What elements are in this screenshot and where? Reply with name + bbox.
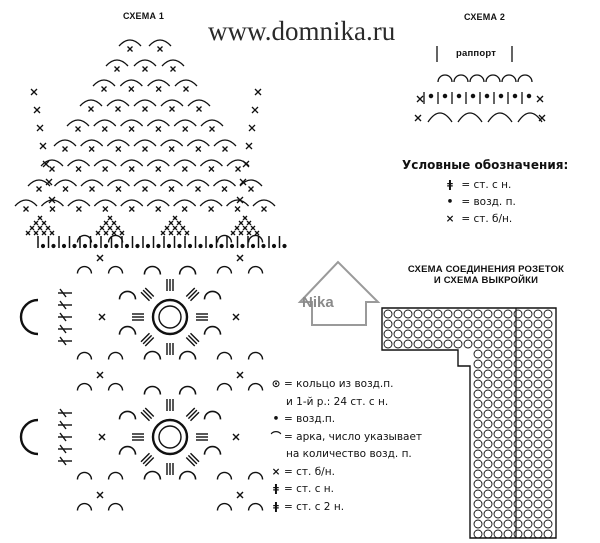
single-crochet-x-icon: × — [271, 465, 281, 478]
legend-top: Условные обозначения: ǂ = ст. с н. • = в… — [402, 158, 568, 228]
legend-bottom-item: • = возд.п. — [268, 411, 422, 429]
double-crochet-icon: ǂ — [273, 483, 279, 495]
scheme2-diagram — [414, 46, 546, 123]
joining-title-line2: И СХЕМА ВЫКРОЙКИ — [433, 275, 539, 286]
scheme2-title: СХЕМА 2 — [464, 12, 506, 22]
single-crochet-x-icon: × — [445, 213, 455, 225]
joining-title: СХЕМА СОЕДИНЕНИЯ РОЗЕТОК И СХЕМА ВЫКРОЙК… — [406, 264, 566, 286]
scheme1-title: СХЕМА 1 — [123, 11, 165, 21]
chain-dot-icon: • — [446, 196, 454, 208]
double-crochet-icon: ǂ — [447, 179, 453, 191]
legend-bottom-text: на количество возд. п. — [286, 448, 412, 460]
site-url: www.domnika.ru — [208, 16, 396, 46]
legend-bottom-text: = ст. б/н. — [284, 465, 335, 478]
scheme1-rosette-grid — [19, 234, 264, 511]
legend-top-text: = возд. п. — [461, 196, 516, 208]
legend-top-title: Условные обозначения: — [402, 158, 569, 172]
legend-bottom-text: = ст. с н. — [284, 483, 335, 495]
legend-bottom-text: = кольцо из возд.п. — [284, 378, 394, 390]
scheme1-fan-pattern — [14, 39, 276, 236]
nika-watermark-text: Nika — [302, 294, 334, 311]
legend-top-item: ǂ = ст. с н. — [442, 177, 568, 194]
rapport-label: раппорт — [456, 48, 497, 59]
nika-watermark-logo — [297, 260, 381, 326]
arch-icon: ⌒ — [270, 430, 282, 443]
pattern-cutout-grid — [381, 307, 557, 539]
legend-bottom-item: ǂ = ст. с 2 н. — [268, 499, 422, 517]
legend-top-item: • = возд. п. — [442, 194, 568, 211]
chain-dot-icon: • — [272, 413, 280, 425]
legend-bottom-text: = возд.п. — [284, 413, 336, 425]
legend-bottom-item: ×= ст. б/н. — [268, 464, 422, 482]
legend-bottom-text: = арка, число указывает — [284, 430, 423, 443]
joining-title-line1: СХЕМА СОЕДИНЕНИЯ РОЗЕТОК — [407, 264, 565, 275]
legend-top-text: = ст. б/н. — [461, 213, 513, 225]
legend-bottom-text: и 1-й р.: 24 ст. с н. — [286, 395, 389, 408]
treble-crochet-icon: ǂ — [273, 500, 279, 513]
legend-bottom-item: ⌒= арка, число указывает — [268, 429, 422, 447]
legend-top-item: × = ст. б/н. — [442, 211, 568, 228]
legend-bottom: ⊙= кольцо из возд.п. и 1-й р.: 24 ст. с … — [268, 376, 422, 516]
legend-bottom-text: = ст. с 2 н. — [284, 500, 345, 513]
ring-icon: ⊙ — [271, 378, 281, 390]
legend-bottom-item: ǂ = ст. с н. — [268, 481, 422, 499]
scheme1-base-row — [37, 236, 287, 249]
legend-top-text: = ст. с н. — [461, 179, 512, 191]
legend-bottom-item: ⊙= кольцо из возд.п. — [268, 376, 422, 394]
